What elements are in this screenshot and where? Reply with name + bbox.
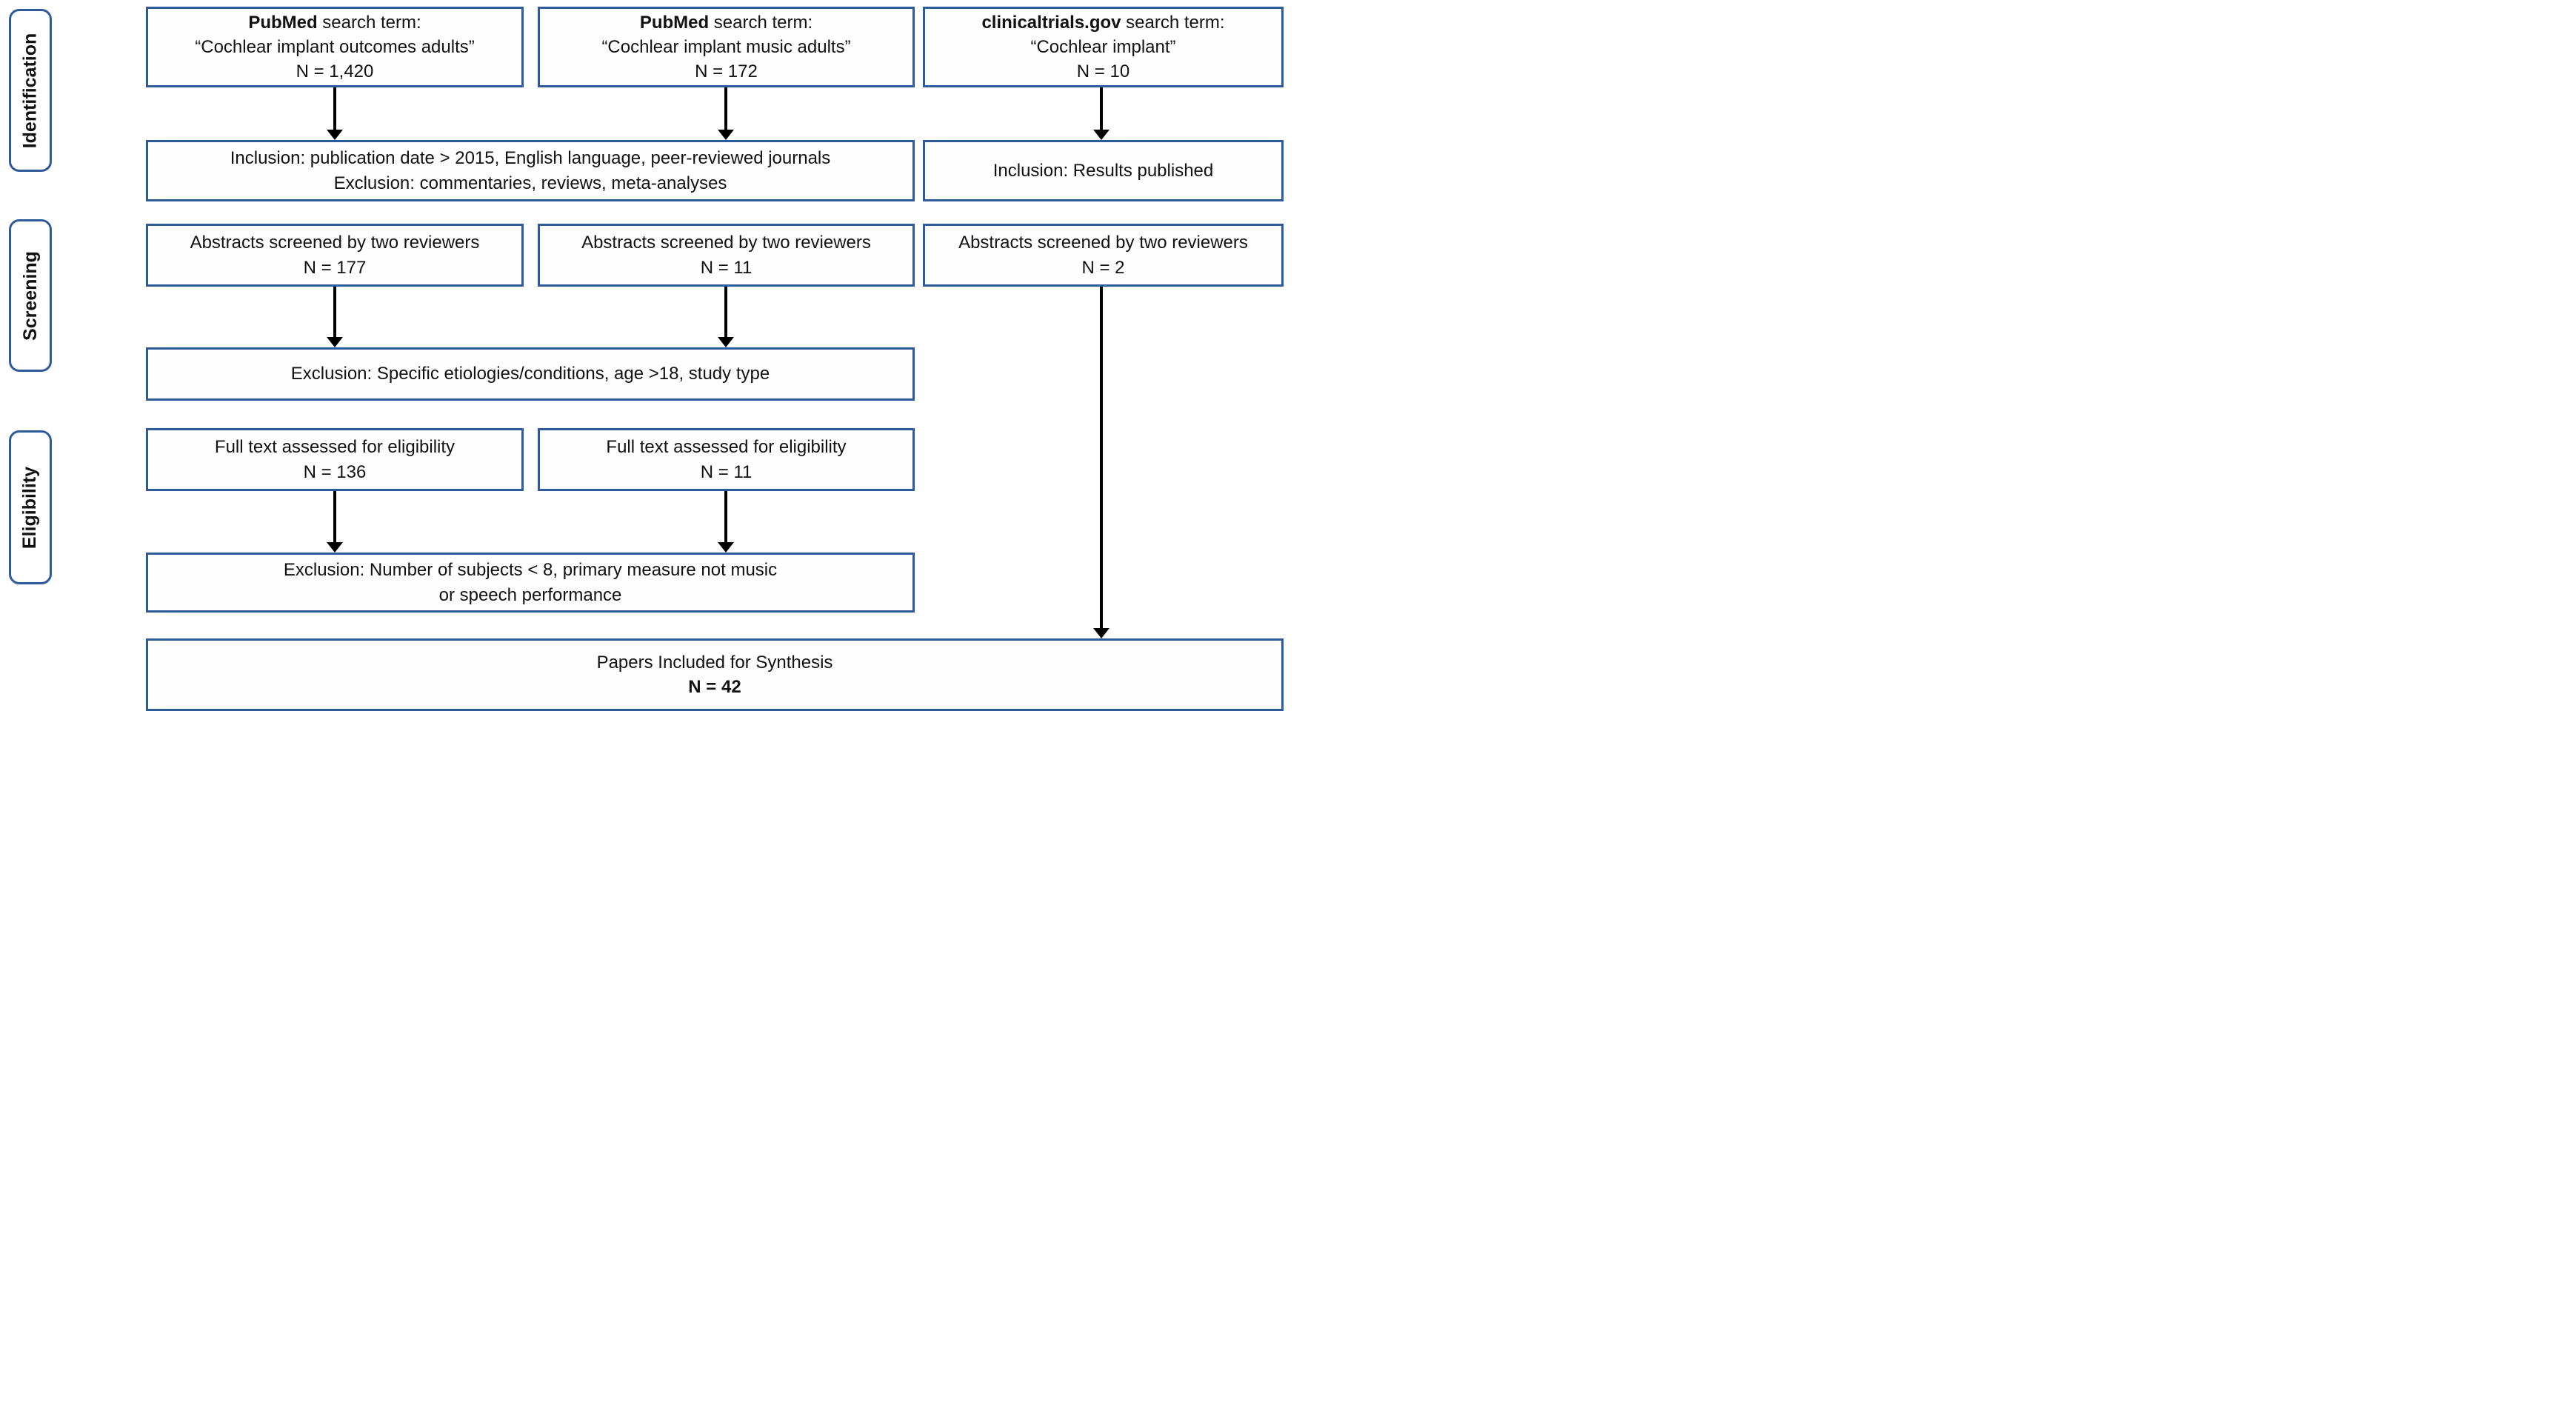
screening-exclusion-line: Exclusion: Specific etiologies/condition…	[290, 364, 770, 384]
stage-identification: Identification	[9, 9, 52, 172]
arrow-down-search3-to-criteria	[1093, 87, 1110, 140]
stage-eligibility-label: Eligibility	[19, 466, 41, 549]
prisma-flow-diagram: Identification Screening Eligibility Pub…	[0, 0, 1288, 714]
fulltext-count: N = 11	[700, 461, 753, 482]
eligibility-exclusion-line1: Exclusion: Number of subjects < 8, prima…	[283, 560, 778, 581]
arrow-line	[1100, 287, 1103, 628]
arrow-line	[333, 287, 336, 337]
eligibility-exclusion-line2: or speech performance	[438, 584, 622, 605]
box-pubmed-music-term: “Cochlear implant music adults”	[601, 36, 851, 57]
box-pubmed-music-count: N = 172	[695, 61, 758, 82]
arrow-line	[333, 491, 336, 542]
arrowhead-icon	[1093, 628, 1110, 638]
arrow-down-search1-to-criteria	[327, 87, 343, 140]
box-pubmed-music-search: PubMed search term: “Cochlear implant mu…	[538, 7, 915, 87]
box-clinicaltrials-count: N = 10	[1076, 61, 1130, 82]
arrowhead-icon	[718, 337, 734, 347]
box-synthesis: Papers Included for Synthesis N = 42	[146, 638, 1284, 711]
box-clinicaltrials-search: clinicaltrials.gov search term: “Cochlea…	[923, 7, 1284, 87]
source-name: PubMed	[248, 12, 318, 33]
arrow-down-abstracts3-to-synthesis	[1093, 287, 1110, 638]
box-abstracts-screened-2: Abstracts screened by two reviewers N = …	[538, 224, 915, 287]
arrow-down-search2-to-criteria	[718, 87, 734, 140]
stage-screening-label: Screening	[19, 250, 41, 341]
clinicaltrials-inclusion-line: Inclusion: Results published	[992, 160, 1214, 181]
synthesis-count: N = 42	[688, 677, 741, 697]
box-pubmed-outcomes-term: “Cochlear implant outcomes adults”	[195, 36, 475, 57]
stage-eligibility: Eligibility	[9, 430, 52, 584]
arrow-line	[1100, 87, 1103, 130]
abstracts-screened-count: N = 177	[303, 257, 367, 278]
arrow-line	[724, 491, 727, 542]
abstracts-screened-count: N = 2	[1081, 257, 1125, 278]
arrowhead-icon	[718, 130, 734, 140]
stage-screening: Screening	[9, 219, 52, 372]
arrowhead-icon	[327, 542, 343, 553]
identification-exclusion-line: Exclusion: commentaries, reviews, meta-a…	[333, 173, 727, 193]
box-abstracts-screened-3: Abstracts screened by two reviewers N = …	[923, 224, 1284, 287]
box-clinicaltrials-criteria: Inclusion: Results published	[923, 140, 1284, 201]
box-screening-exclusion: Exclusion: Specific etiologies/condition…	[146, 347, 915, 401]
arrow-down-abstracts2-to-exclusion	[718, 287, 734, 347]
abstracts-screened-text: Abstracts screened by two reviewers	[958, 233, 1248, 253]
arrowhead-icon	[718, 542, 734, 553]
identification-inclusion-line: Inclusion: publication date > 2015, Engl…	[230, 148, 831, 169]
synthesis-text: Papers Included for Synthesis	[596, 652, 833, 673]
stage-identification-label: Identification	[19, 33, 41, 148]
abstracts-screened-count: N = 11	[700, 257, 753, 278]
arrow-down-abstracts1-to-exclusion	[327, 287, 343, 347]
arrow-line	[724, 287, 727, 337]
fulltext-text: Full text assessed for eligibility	[606, 437, 847, 458]
source-label-rest: search term:	[1121, 12, 1225, 33]
source-label-rest: search term:	[317, 12, 421, 33]
box-pubmed-outcomes-count: N = 1,420	[296, 61, 374, 82]
source-name: PubMed	[639, 12, 710, 33]
fulltext-text: Full text assessed for eligibility	[214, 437, 456, 458]
arrow-down-fulltext1-to-exclusion	[327, 491, 343, 553]
abstracts-screened-text: Abstracts screened by two reviewers	[581, 233, 871, 253]
fulltext-count: N = 136	[303, 461, 367, 482]
box-pubmed-music-title: PubMed search term:	[640, 10, 812, 35]
arrowhead-icon	[327, 130, 343, 140]
box-clinicaltrials-term: “Cochlear implant”	[1030, 36, 1176, 57]
arrow-line	[333, 87, 336, 130]
arrow-down-fulltext2-to-exclusion	[718, 491, 734, 553]
source-name: clinicaltrials.gov	[981, 12, 1121, 33]
box-clinicaltrials-title: clinicaltrials.gov search term:	[981, 10, 1224, 35]
arrow-line	[724, 87, 727, 130]
box-abstracts-screened-1: Abstracts screened by two reviewers N = …	[146, 224, 524, 287]
arrowhead-icon	[327, 337, 343, 347]
box-identification-criteria: Inclusion: publication date > 2015, Engl…	[146, 140, 915, 201]
box-fulltext-1: Full text assessed for eligibility N = 1…	[146, 428, 524, 491]
abstracts-screened-text: Abstracts screened by two reviewers	[190, 233, 480, 253]
box-pubmed-outcomes-title: PubMed search term:	[248, 10, 421, 35]
arrowhead-icon	[1093, 130, 1110, 140]
box-pubmed-outcomes-search: PubMed search term: “Cochlear implant ou…	[146, 7, 524, 87]
box-eligibility-exclusion: Exclusion: Number of subjects < 8, prima…	[146, 553, 915, 613]
box-fulltext-2: Full text assessed for eligibility N = 1…	[538, 428, 915, 491]
source-label-rest: search term:	[709, 12, 813, 33]
